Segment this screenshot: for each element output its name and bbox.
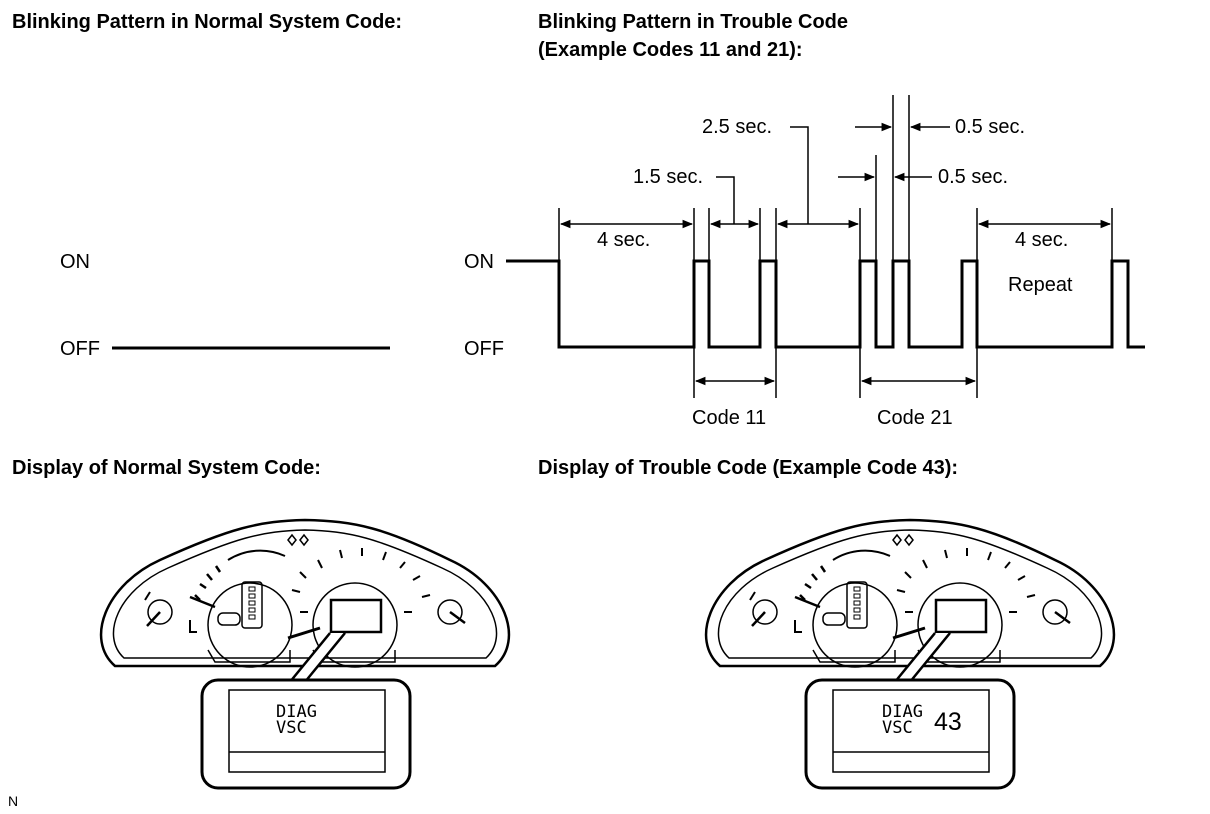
heading-normal-display: Display of Normal System Code: bbox=[12, 457, 321, 479]
fuel-gauge-icon bbox=[437, 599, 463, 625]
footer-mark: N bbox=[8, 793, 19, 809]
trouble-on-label: ON bbox=[464, 251, 494, 273]
trouble-waveform bbox=[506, 259, 1145, 349]
timing-0-5sec-mid: 0.5 sec. bbox=[938, 166, 1009, 188]
heading-trouble-blink-line1: Blinking Pattern in Trouble Code bbox=[538, 11, 849, 33]
normal-diag-line1: DIAG bbox=[276, 702, 317, 722]
cluster-trouble bbox=[704, 518, 1116, 790]
trouble-diag-line1: DIAG bbox=[882, 702, 923, 722]
cluster-normal bbox=[99, 518, 511, 790]
code11-label: Code 11 bbox=[692, 407, 767, 429]
heading-trouble-blink-line2: (Example Codes 11 and 21): bbox=[538, 39, 803, 61]
normal-off-label: OFF bbox=[60, 338, 100, 360]
dimension-arrows bbox=[559, 122, 1112, 386]
normal-on-label: ON bbox=[60, 251, 90, 273]
repeat-label: Repeat bbox=[1008, 274, 1073, 296]
trouble-off-label: OFF bbox=[464, 338, 504, 360]
heading-trouble-display: Display of Trouble Code (Example Code 43… bbox=[538, 457, 959, 479]
trouble-diag-line2: VSC bbox=[882, 718, 913, 738]
timing-1-5sec: 1.5 sec. bbox=[633, 166, 704, 188]
lcd-window-icon bbox=[329, 598, 383, 634]
timing-0-5sec-top: 0.5 sec. bbox=[955, 116, 1026, 138]
normal-diag-line2: VSC bbox=[276, 718, 307, 738]
timing-2-5sec: 2.5 sec. bbox=[702, 116, 773, 138]
code21-label: Code 21 bbox=[877, 407, 953, 429]
timing-4sec-start: 4 sec. bbox=[597, 229, 651, 251]
temp-gauge-icon bbox=[147, 599, 173, 625]
trouble-display-code: 43 bbox=[934, 708, 962, 736]
heading-normal-blink: Blinking Pattern in Normal System Code: bbox=[12, 11, 403, 33]
extension-lines bbox=[558, 95, 1113, 398]
timing-4sec-repeat: 4 sec. bbox=[1015, 229, 1069, 251]
